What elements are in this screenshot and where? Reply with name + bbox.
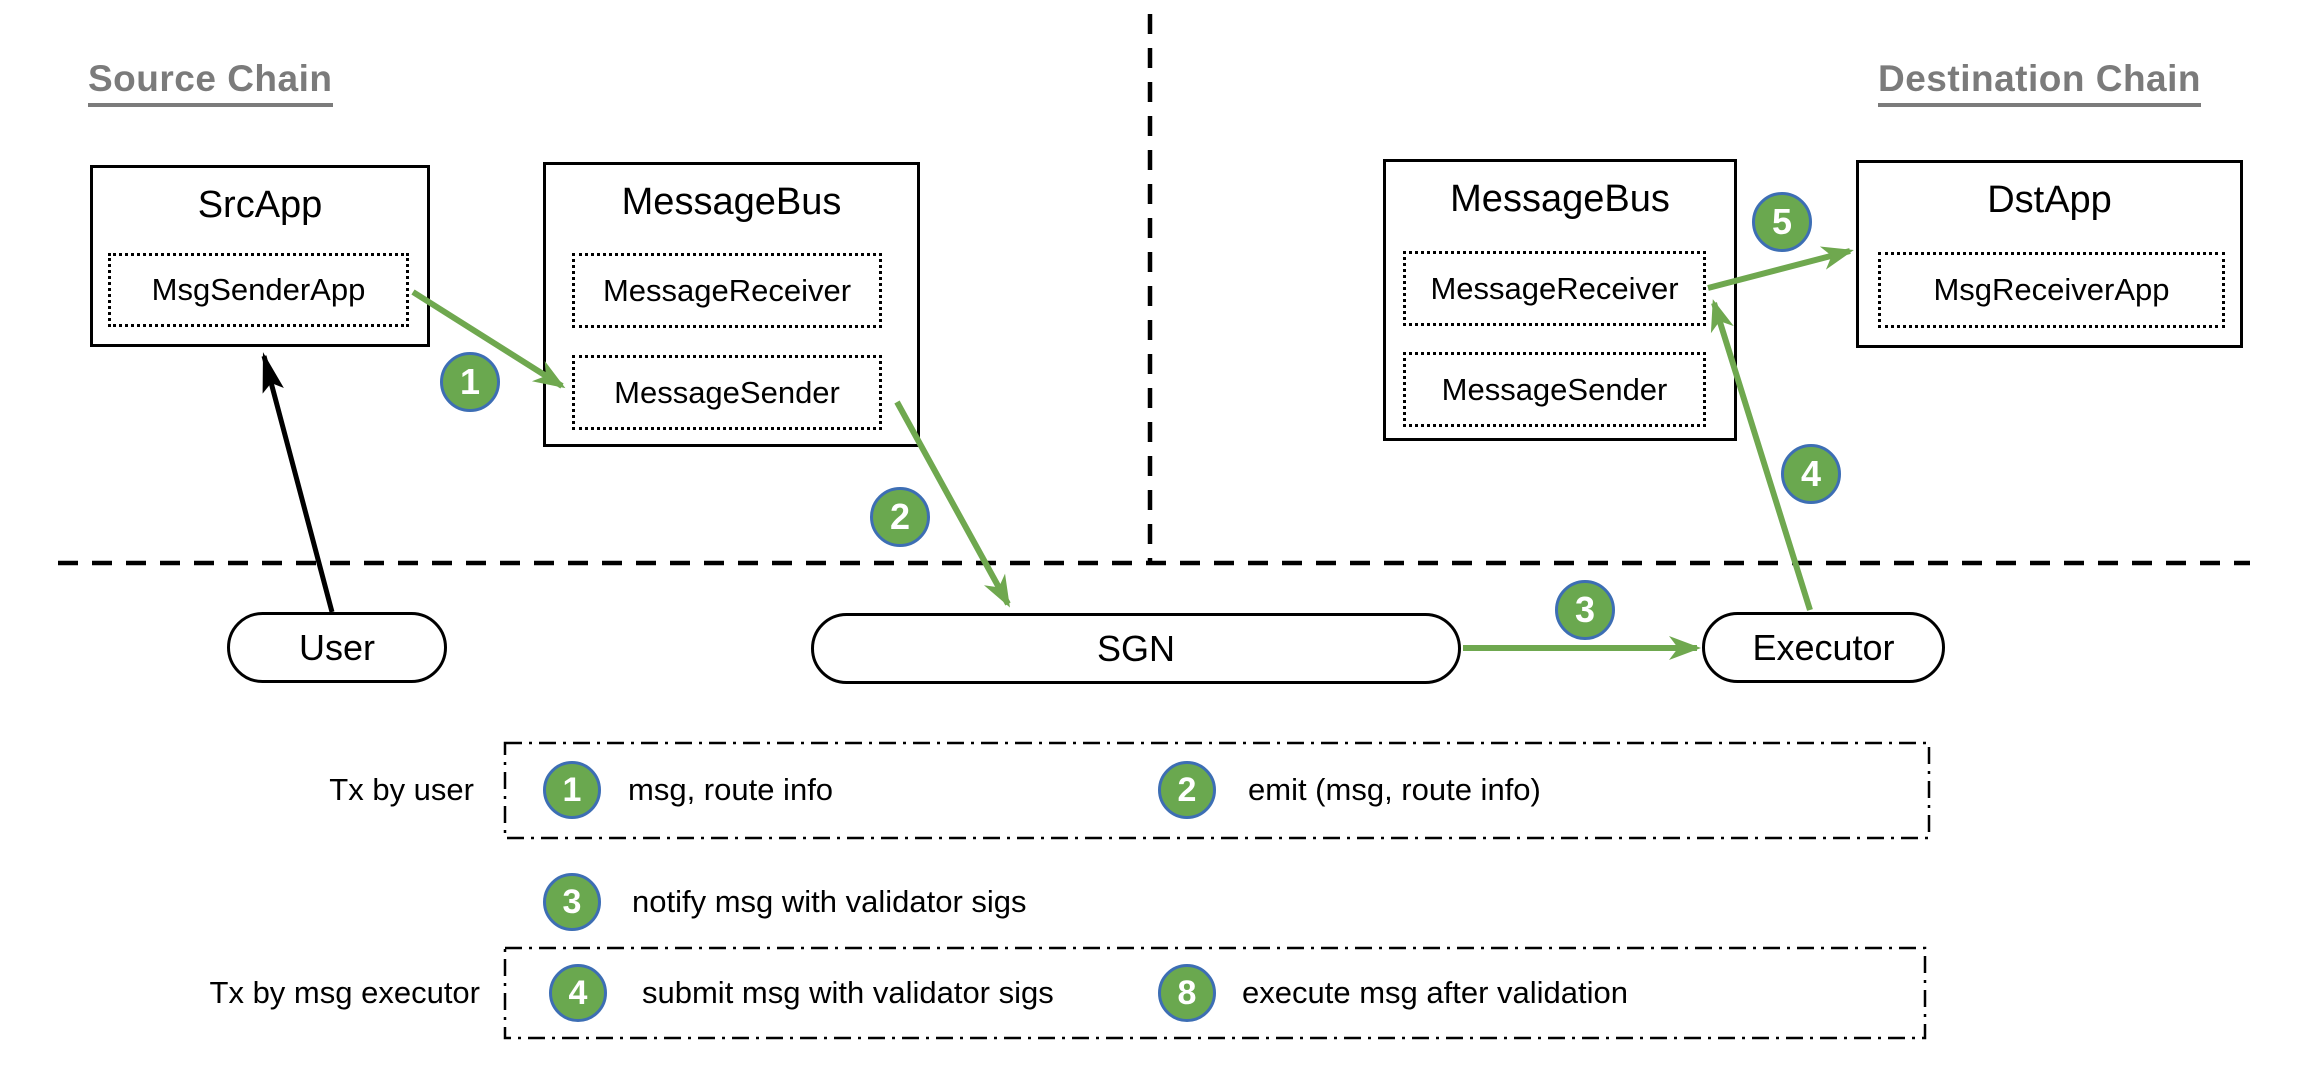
sgn-pill: SGN — [811, 613, 1461, 684]
source-chain-heading: Source Chain — [88, 58, 333, 107]
user-to-srcapp-arrow — [261, 352, 335, 613]
step-badge-4: 4 — [1781, 444, 1841, 504]
destination-chain-heading: Destination Chain — [1878, 58, 2202, 107]
legend-item-2-text: emit (msg, route info) — [1248, 772, 1541, 807]
legend-label-tx-by-executor: Tx by msg executor — [209, 975, 480, 1010]
legend-label-tx-by-user: Tx by user — [329, 772, 474, 807]
legend-badge-3: 3 — [543, 873, 601, 931]
legend-item-1-text: msg, route info — [628, 772, 834, 807]
legend-item-8-text: execute msg after validation — [1242, 975, 1628, 1010]
step-badge-5: 5 — [1752, 192, 1812, 252]
legend-item-3-text: notify msg with validator sigs — [632, 884, 1027, 919]
msg-sender-app-box: MsgSenderApp — [108, 253, 409, 327]
message-sender-dst-box: MessageSender — [1403, 352, 1706, 427]
legend-badge-2: 2 — [1158, 761, 1216, 819]
step-badge-3: 3 — [1555, 580, 1615, 640]
legend-badge-4: 4 — [549, 964, 607, 1022]
dst-app-title: DstApp — [1987, 179, 2112, 221]
user-pill: User — [227, 612, 447, 683]
step-badge-2: 2 — [870, 487, 930, 547]
step-badge-1: 1 — [440, 352, 500, 412]
message-receiver-dst-box: MessageReceiver — [1403, 251, 1706, 326]
executor-pill: Executor — [1702, 612, 1945, 683]
legend-badge-1: 1 — [543, 761, 601, 819]
message-bus-dst-title: MessageBus — [1450, 178, 1670, 220]
legend-item-4-text: submit msg with validator sigs — [642, 975, 1054, 1010]
src-app-title: SrcApp — [197, 184, 323, 226]
message-receiver-src-box: MessageReceiver — [572, 253, 882, 328]
msg-receiver-app-box: MsgReceiverApp — [1878, 252, 2225, 328]
message-sender-src-box: MessageSender — [572, 355, 882, 430]
message-bus-src-title: MessageBus — [621, 181, 842, 223]
legend-badge-8: 8 — [1158, 964, 1216, 1022]
